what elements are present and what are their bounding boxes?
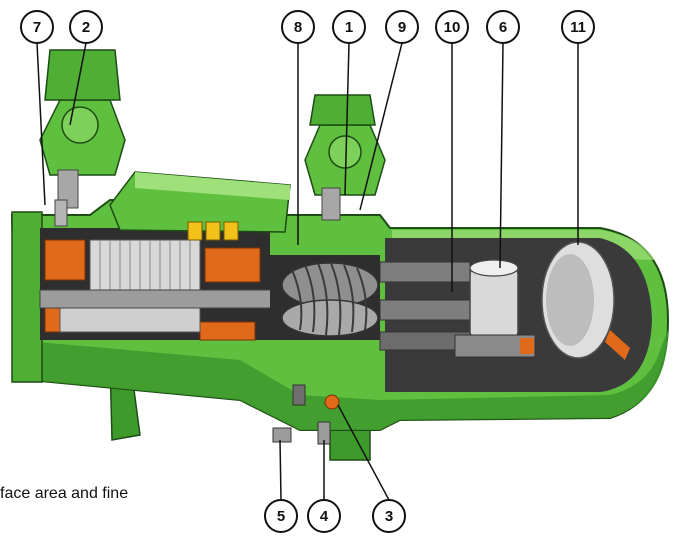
callout-7-label: 7 bbox=[33, 19, 41, 36]
callout-11-label: 11 bbox=[570, 19, 586, 36]
callout-1: 1 bbox=[332, 10, 366, 44]
callout-1-label: 1 bbox=[345, 19, 353, 36]
callout-5-label: 5 bbox=[277, 508, 285, 525]
discharge-shutoff-valve bbox=[304, 94, 386, 221]
terminal-box bbox=[109, 171, 291, 241]
callout-2-label: 2 bbox=[82, 19, 90, 36]
motor-end-cover bbox=[11, 211, 43, 383]
callout-10-label: 10 bbox=[444, 19, 461, 36]
bottom-fittings bbox=[272, 384, 340, 445]
screw-rotors bbox=[270, 255, 380, 340]
callout-9: 9 bbox=[385, 10, 419, 44]
callout-11: 11 bbox=[561, 10, 595, 44]
callout-3-label: 3 bbox=[385, 508, 393, 525]
caption-fragment: face area and fine bbox=[0, 485, 129, 502]
callout-8: 8 bbox=[281, 10, 315, 44]
callout-8-label: 8 bbox=[294, 19, 302, 36]
callout-4-label: 4 bbox=[320, 508, 329, 525]
callout-5: 5 bbox=[264, 499, 298, 533]
oil-separator-chamber bbox=[379, 238, 652, 392]
callout-6-label: 6 bbox=[499, 19, 507, 36]
leader-lines bbox=[36, 42, 579, 501]
callout-10: 10 bbox=[435, 10, 469, 44]
callout-2: 2 bbox=[69, 10, 103, 44]
callout-4: 4 bbox=[307, 499, 341, 533]
callout-7: 7 bbox=[20, 10, 54, 44]
callout-9-label: 9 bbox=[398, 19, 406, 36]
motor-cavity bbox=[39, 228, 331, 341]
callout-3: 3 bbox=[372, 499, 406, 533]
callout-6: 6 bbox=[486, 10, 520, 44]
